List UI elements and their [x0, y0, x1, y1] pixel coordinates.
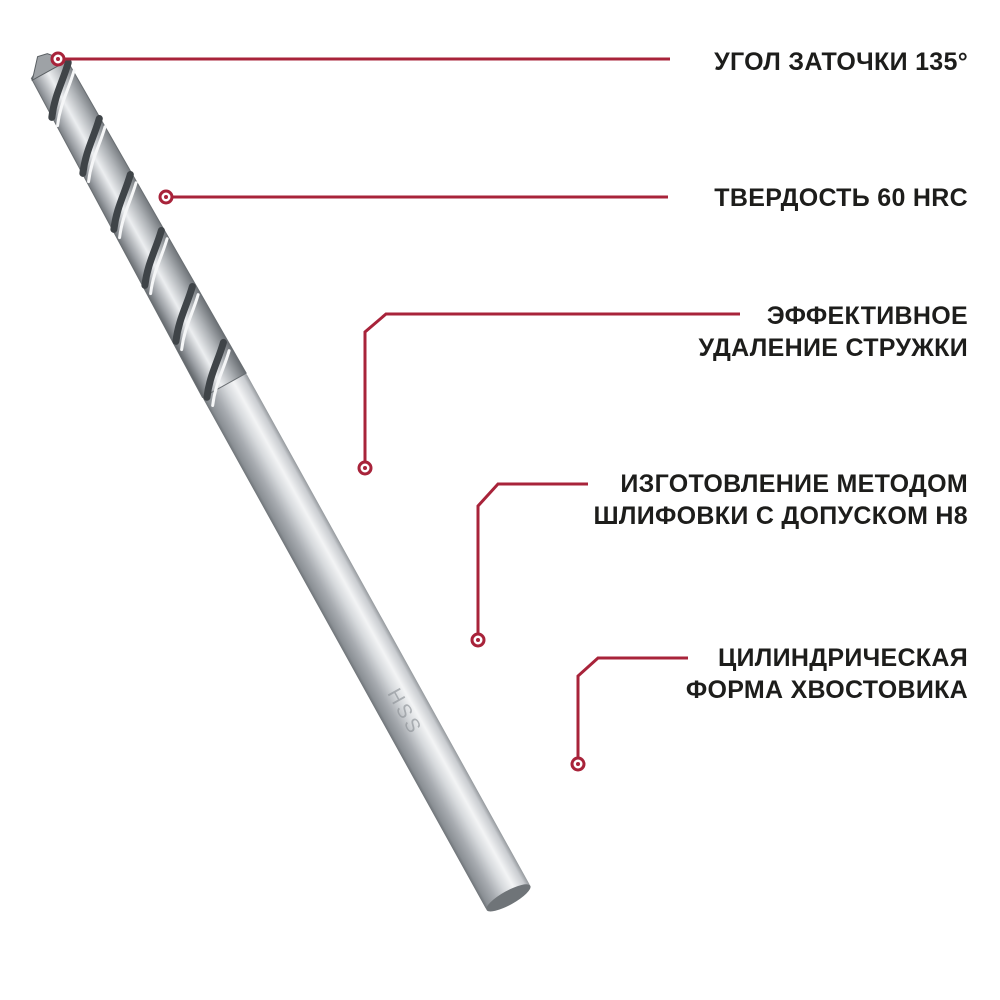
callout-text: ТВЕРДОСТЬ 60 HRC [714, 184, 968, 212]
callout-label-shank: ЦИЛИНДРИЧЕСКАЯ ФОРМА ХВОСТОВИКА [686, 642, 968, 706]
callout-line-chip [363, 312, 740, 466]
drill-spiral-grooves [48, 59, 231, 408]
spiral-highlight [149, 237, 169, 296]
drill-shank-end [486, 884, 531, 912]
callout-text: ЭФФЕКТИВНОЕ [766, 302, 968, 330]
drill-shank [202, 372, 530, 911]
callout-text: ЦИЛИНДРИЧЕСКАЯ [717, 644, 968, 672]
drill-bit: HSS [30, 53, 531, 912]
spiral-groove [141, 226, 165, 289]
spiral-groove [110, 170, 134, 233]
callout-text: ШЛИФОВКИ С ДОПУСКОМ H8 [593, 502, 968, 530]
callout-lines [58, 57, 740, 762]
callout-label-grinding: ИЗГОТОВЛЕНИЕ МЕТОДОМ ШЛИФОВКИ С ДОПУСКОМ… [593, 468, 968, 532]
spiral-groove [203, 338, 227, 401]
spiral-highlight [118, 181, 138, 240]
callout-text: ИЗГОТОВЛЕНИЕ МЕТОДОМ [620, 470, 968, 498]
callout-text: ФОРМА ХВОСТОВИКА [685, 676, 968, 704]
callout-label-angle: УГОЛ ЗАТОЧКИ 135° [714, 46, 968, 78]
spiral-groove [48, 59, 72, 121]
spiral-groove [79, 115, 103, 177]
callout-text: УДАЛЕНИЕ СТРУЖКИ [698, 334, 968, 362]
callout-line-grinding [476, 482, 588, 638]
spiral-groove [172, 282, 196, 345]
spiral-highlight [56, 69, 76, 128]
callout-label-hardness: ТВЕРДОСТЬ 60 HRC [714, 182, 968, 214]
callout-dot-centers [56, 57, 580, 766]
callout-label-chip-removal: ЭФФЕКТИВНОЕ УДАЛЕНИЕ СТРУЖКИ [698, 300, 968, 364]
callout-text: УГОЛ ЗАТОЧКИ 135° [714, 48, 968, 76]
spiral-highlight [211, 349, 231, 408]
callout-dots [50, 51, 586, 772]
callout-line-shank [576, 656, 688, 762]
spiral-highlight [180, 293, 200, 352]
spiral-highlight [87, 125, 107, 184]
